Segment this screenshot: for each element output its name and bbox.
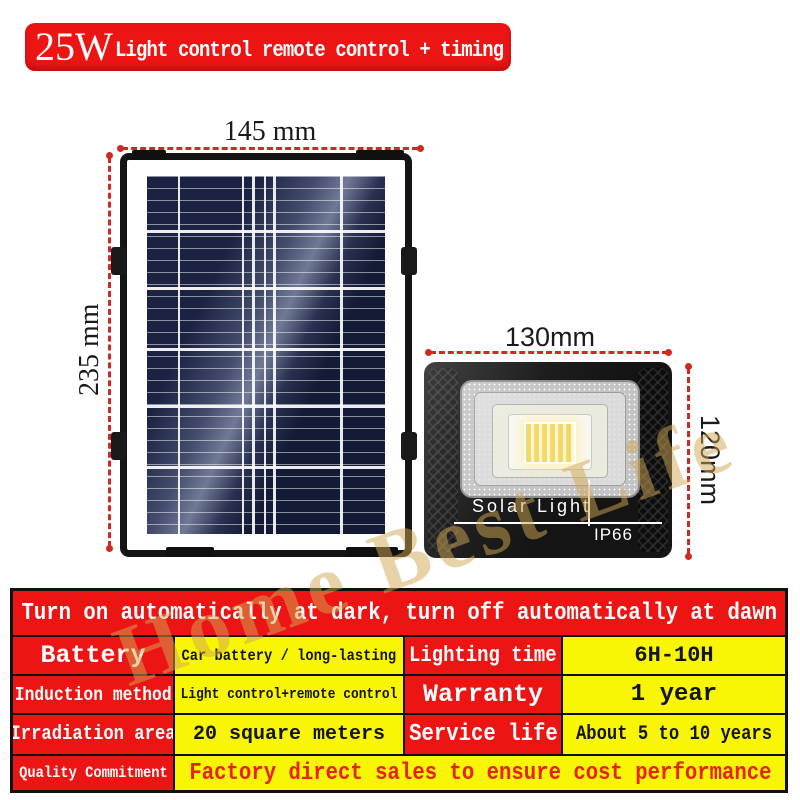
label-underline: [454, 522, 662, 524]
spec-label: Irradiation area: [13, 715, 173, 754]
panel-mount-tab: [401, 247, 417, 275]
flood-light-image: Solar Light IP66: [424, 362, 672, 558]
spec-value: 6H-10H: [563, 637, 785, 674]
light-texture-strip: [428, 368, 458, 552]
panel-row-separator: [147, 286, 385, 290]
panel-frame-cap: [132, 150, 166, 160]
panel-busbar: [273, 176, 277, 534]
spec-value: 1 year: [563, 676, 785, 713]
panel-height-dimension-line: [108, 157, 111, 547]
panel-row-separator: [147, 347, 385, 351]
panel-busbar: [263, 176, 266, 534]
dimension-endpoint-icon: [425, 349, 432, 356]
solar-panel-cells: [147, 176, 385, 534]
label-divider-line: [588, 480, 590, 526]
spec-label: Service life: [405, 715, 561, 754]
spec-label: Induction method: [13, 676, 173, 713]
light-width-label: 130mm: [504, 322, 596, 352]
dimension-endpoint-icon: [106, 152, 113, 159]
dimension-endpoint-icon: [106, 545, 113, 552]
light-gloss-highlight: [424, 362, 672, 558]
spec-value: Car battery / long-lasting: [175, 637, 403, 674]
footer-highlight-text: Factory direct sales to ensure cost perf…: [188, 759, 772, 787]
panel-width-dimension-line: [122, 147, 418, 150]
panel-mount-tab: [111, 432, 126, 460]
light-height-dimension-line: [687, 368, 690, 554]
light-height-label: 120mm: [695, 415, 725, 506]
spec-label: Quality Commitment: [13, 756, 173, 790]
solar-panel-image: [120, 153, 412, 557]
panel-width-label: 145 mm: [223, 116, 317, 147]
panel-height-label: 235 mm: [74, 303, 105, 397]
spec-value: Factory direct sales to ensure cost perf…: [175, 756, 785, 790]
panel-row-separator: [147, 229, 385, 233]
spec-value: About 5 to 10 years: [563, 715, 785, 754]
panel-frame-cap: [356, 150, 404, 160]
light-reflector: [462, 382, 638, 496]
light-brand-label: Solar Light: [472, 496, 591, 517]
wattage-label: 25W: [35, 24, 113, 69]
dimension-endpoint-icon: [665, 349, 672, 356]
panel-row-separator: [147, 465, 385, 469]
panel-frame-cap: [346, 547, 398, 557]
panel-frame-cap: [166, 547, 214, 557]
spec-label: Battery: [13, 637, 173, 674]
wattage-banner: 25W Light control remote control + timin…: [25, 23, 511, 71]
panel-row-separator: [147, 405, 385, 409]
dimension-endpoint-icon: [417, 145, 424, 152]
panel-busbar: [339, 176, 343, 534]
dimension-endpoint-icon: [685, 363, 692, 370]
panel-busbar: [177, 176, 180, 534]
spec-value: Light control+remote control: [175, 676, 403, 713]
auto-on-off-note: Turn on automatically at dark, turn off …: [21, 599, 777, 627]
ip-rating-label: IP66: [594, 525, 633, 545]
banner-subtitle: Light control remote control + timing: [114, 37, 504, 63]
dimension-endpoint-icon: [685, 553, 692, 560]
spec-table: Turn on automatically at dark, turn off …: [10, 588, 788, 793]
spec-label: Warranty: [405, 676, 561, 713]
light-texture-strip: [638, 368, 668, 552]
dimension-endpoint-icon: [117, 145, 124, 152]
led-chip: [524, 422, 576, 464]
light-width-dimension-line: [430, 351, 668, 354]
panel-mount-tab: [111, 247, 126, 275]
panel-mount-tab: [401, 432, 417, 460]
panel-busbar: [242, 176, 245, 534]
panel-busbar: [251, 176, 255, 534]
table-header-row: Turn on automatically at dark, turn off …: [13, 591, 785, 635]
spec-label: Lighting time: [405, 637, 561, 674]
spec-value: 20 square meters: [175, 715, 403, 754]
